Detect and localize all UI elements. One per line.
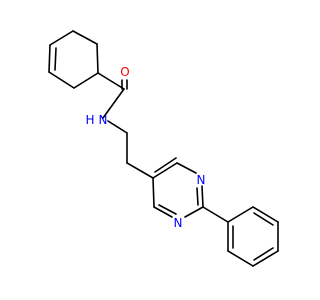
pyrimidine-nitrogen-3-label: N xyxy=(174,216,183,230)
bond xyxy=(49,30,74,46)
bond xyxy=(153,206,173,218)
bond xyxy=(176,162,197,174)
structure-canvas: O N H N N xyxy=(48,30,279,267)
bonds xyxy=(48,30,279,267)
bond xyxy=(202,206,229,223)
bond xyxy=(54,47,57,71)
bond xyxy=(227,206,254,223)
bond xyxy=(48,44,51,73)
bond xyxy=(126,162,154,179)
amide-nitrogen-label: N xyxy=(99,113,108,127)
bond xyxy=(72,30,98,45)
bond xyxy=(73,72,99,89)
bond xyxy=(252,250,279,267)
bond xyxy=(253,212,274,226)
atom-labels: O N H N N xyxy=(85,65,205,230)
bond xyxy=(158,204,177,215)
bond xyxy=(201,185,204,208)
bond xyxy=(97,72,125,90)
bond xyxy=(102,88,125,119)
bond xyxy=(107,120,128,134)
bond xyxy=(152,177,155,208)
bond xyxy=(252,206,279,223)
bond xyxy=(227,250,254,267)
pyrimidine-nitrogen-1-label: N xyxy=(197,173,206,187)
bond xyxy=(152,162,178,179)
bond xyxy=(96,43,99,74)
nitrogen-hydrogen-label: H xyxy=(85,113,94,127)
molecule-diagram: O N H N N xyxy=(48,30,279,267)
bond xyxy=(48,71,75,89)
bond xyxy=(184,206,204,218)
bond xyxy=(253,247,274,261)
oxygen-atom-label: O xyxy=(120,65,129,79)
bond xyxy=(196,187,199,206)
bond xyxy=(154,157,177,173)
